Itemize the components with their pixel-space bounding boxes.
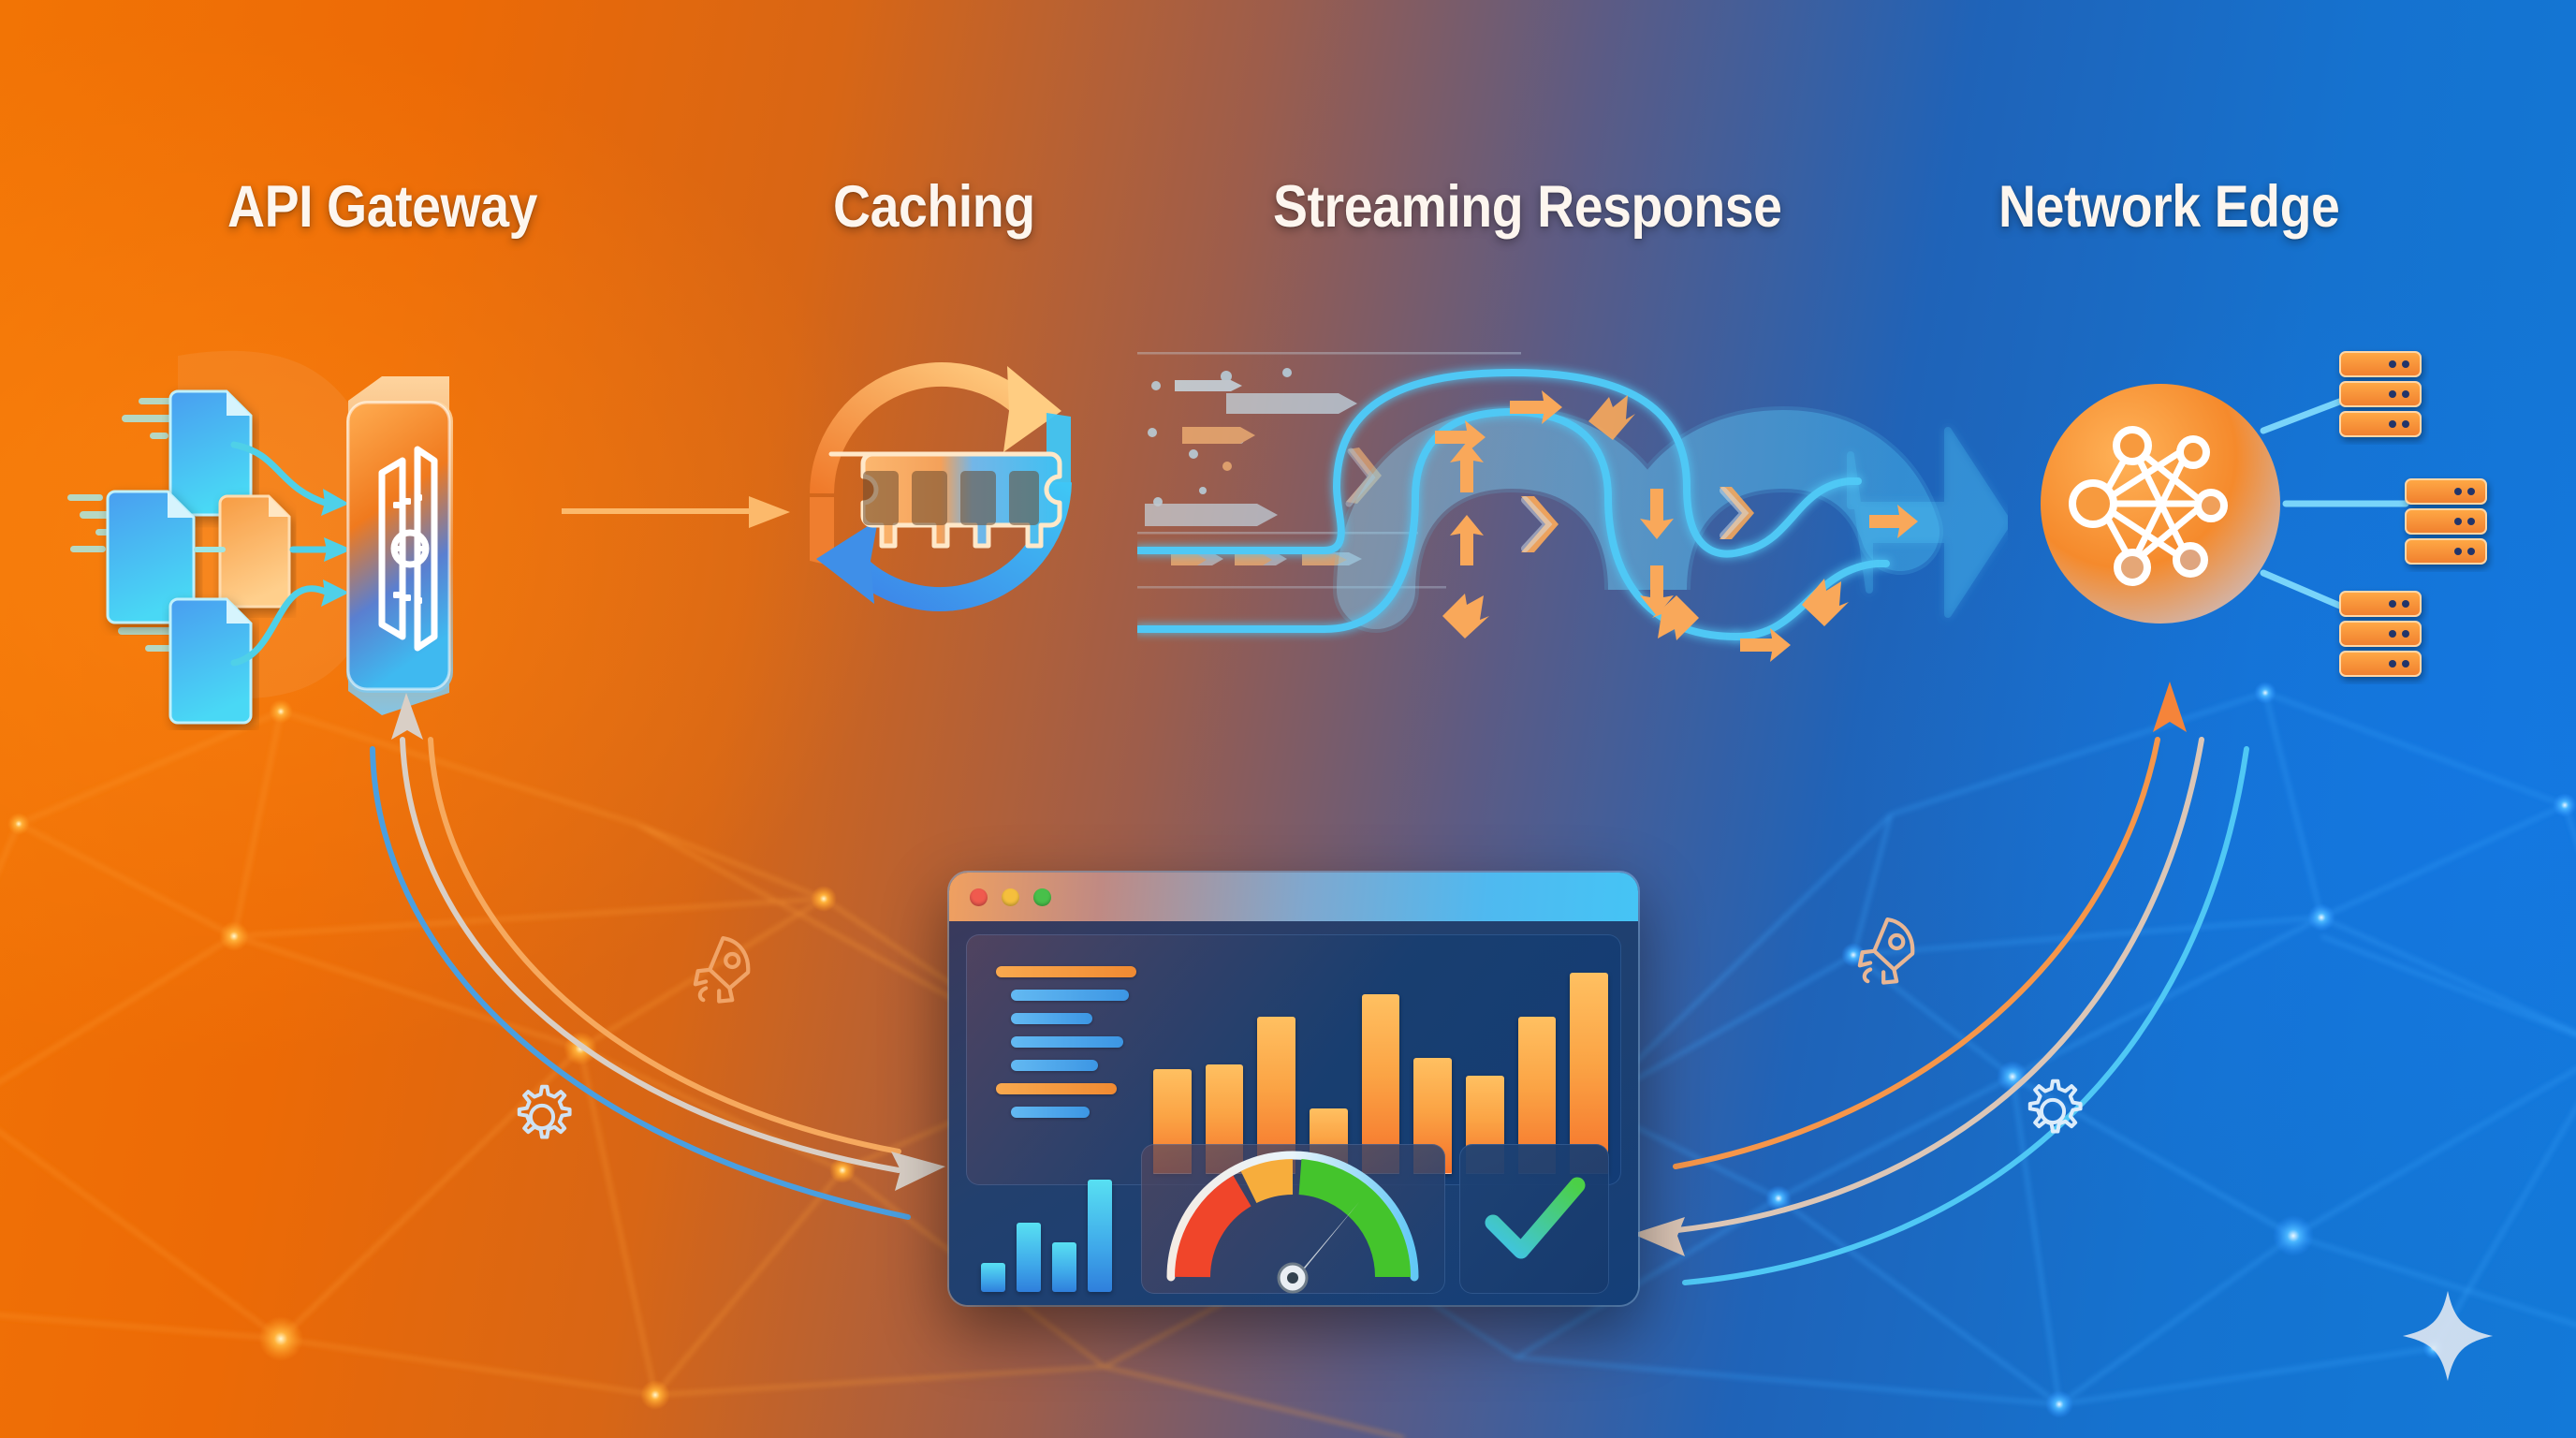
ram-module-icon (828, 451, 1062, 549)
main-chart-panel[interactable] (966, 934, 1621, 1185)
api-gateway-icon-group (67, 350, 453, 725)
main-bar-chart[interactable] (1153, 955, 1609, 1174)
left-arc-arrowhead-right (891, 1152, 945, 1191)
network-nodes-icon (2093, 442, 2210, 567)
sidebar-line-6 (996, 1083, 1117, 1094)
bar-main-9[interactable] (1570, 972, 1609, 1174)
dashboard-body (949, 921, 1638, 1305)
window-maximize-button[interactable] (1033, 888, 1051, 906)
sidebar-line-7 (1011, 1107, 1090, 1118)
bar-mini-b[interactable] (1017, 1222, 1041, 1292)
bar-mini-a[interactable] (981, 1262, 1005, 1292)
window-titlebar[interactable] (949, 873, 1638, 921)
network-edge-icon-group (2041, 351, 2487, 677)
gauge-needle (1277, 1202, 1359, 1294)
left-arc-arrowhead-up (391, 693, 423, 740)
server-rack-top (2339, 351, 2422, 437)
big-arrow-right (1847, 427, 2008, 618)
bar-mini-d[interactable] (1088, 1180, 1112, 1292)
analytics-dashboard-window[interactable] (949, 873, 1638, 1305)
gate-portal-icon (378, 446, 438, 652)
stream-inner-arrows (1435, 390, 1918, 662)
step-title-network-edge: Network Edge (1998, 174, 2340, 240)
refresh-arc-bottom (816, 413, 1072, 611)
inbound-arrowheads (321, 489, 352, 607)
status-panel[interactable] (1459, 1144, 1609, 1294)
step-title-api-gateway: API Gateway (227, 174, 538, 240)
step-title-caching: Caching (833, 174, 1035, 240)
step-title-streaming: Streaming Response (1273, 174, 1782, 240)
gauge-panel[interactable] (1141, 1144, 1445, 1294)
gauge-segment-healthy (1297, 1159, 1412, 1278)
document-icon-orange (218, 494, 291, 609)
connector-arrow-gateway-to-caching (562, 496, 790, 528)
bar-mini-c[interactable] (1052, 1242, 1076, 1292)
checkmark-icon (1485, 1177, 1586, 1259)
document-icon-top (168, 389, 253, 517)
gauge-segment-critical (1175, 1175, 1252, 1278)
gate-dots (393, 494, 422, 604)
rocket-icon (693, 935, 751, 1004)
stream-wave-outline (1137, 368, 1749, 640)
window-minimize-button[interactable] (1002, 888, 1019, 906)
gear-icon (2027, 1078, 2083, 1134)
mini-bar-chart[interactable] (981, 1180, 1112, 1292)
speed-trails (1137, 352, 1521, 589)
performance-gauge (1166, 1151, 1419, 1294)
gauge-segment-warning (1240, 1159, 1294, 1204)
document-icon-middle (106, 490, 196, 624)
right-arc-arrowhead-up (2153, 682, 2187, 732)
sidebar-line-1 (996, 966, 1136, 977)
inbound-arrows (230, 441, 331, 667)
edge-hub-circle (2041, 384, 2280, 624)
caching-icon-group (810, 362, 1072, 611)
sidebar-line-5 (1011, 1060, 1098, 1071)
sidebar-line-4 (1011, 1036, 1123, 1048)
edge-links (2260, 397, 2409, 610)
document-icon-bottom (168, 597, 253, 725)
streaming-response-icon-group (1137, 352, 2008, 662)
server-rack-middle (2405, 478, 2487, 565)
rocket-icon (1857, 917, 1915, 985)
gateway-slab (346, 376, 453, 715)
sidebar-line-2 (1011, 990, 1129, 1001)
dashboard-sidebar-lines (996, 966, 1136, 1130)
right-arc-arrowhead-left (1632, 1217, 1685, 1256)
window-close-button[interactable] (970, 888, 988, 906)
sidebar-line-3 (1011, 1013, 1092, 1024)
doc-text-lines (67, 398, 214, 652)
sparkle-icon (2402, 1290, 2494, 1382)
gear-icon (517, 1084, 572, 1139)
refresh-arc-top (810, 362, 1061, 566)
server-rack-bottom (2339, 591, 2422, 677)
